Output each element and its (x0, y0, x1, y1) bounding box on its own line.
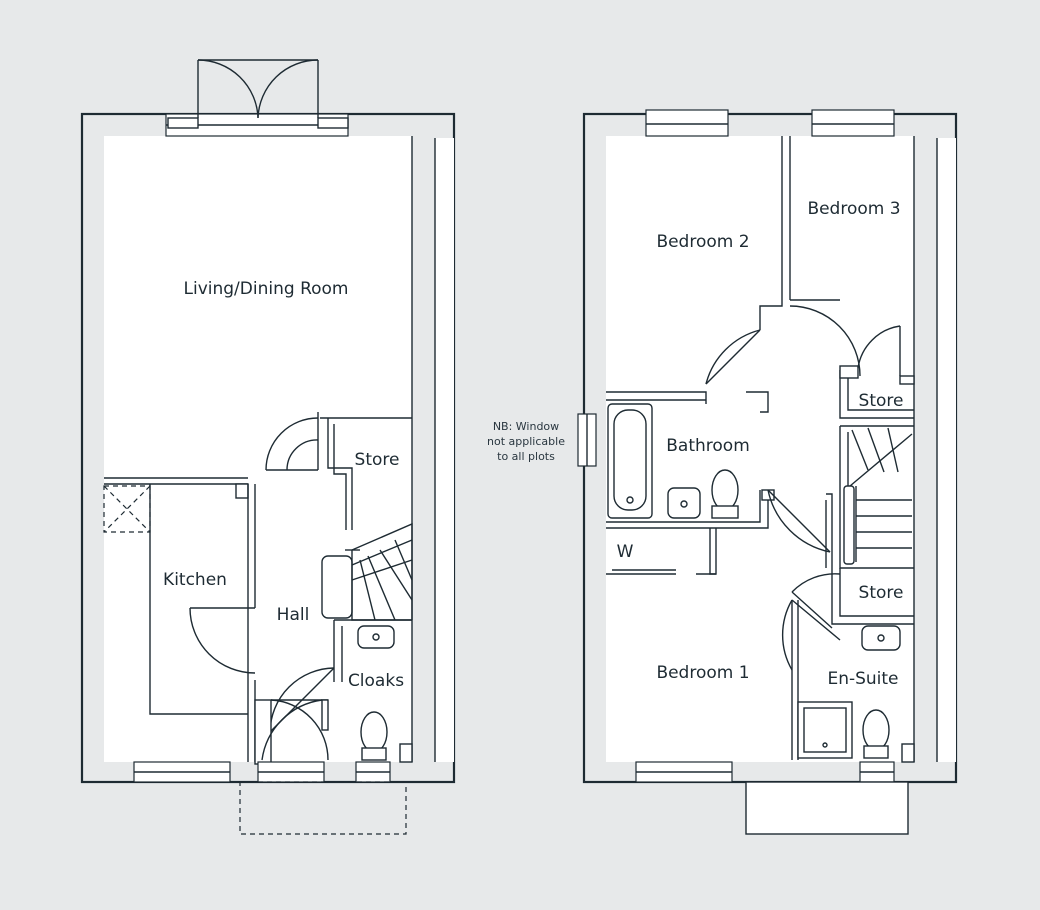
room-label-store-ground: Store (355, 450, 400, 470)
room-label-kitchen: Kitchen (163, 570, 227, 590)
ground-floor-plan: Living/Dining Room Store Kitchen Hall Cl… (80, 59, 456, 835)
room-label-cloaks: Cloaks (348, 671, 404, 691)
note-line-2: not applicable (487, 435, 565, 448)
hob-icon (103, 485, 151, 533)
room-label-ensuite: En-Suite (827, 669, 898, 689)
cloaks-basin-icon (357, 625, 395, 649)
room-label-store-mid: Store (859, 583, 904, 603)
front-door[interactable] (254, 699, 329, 765)
room-label-store-top: Store (859, 391, 904, 411)
bathroom-toilet-icon (711, 469, 739, 519)
bath-icon (607, 403, 653, 519)
porch-roof (745, 781, 909, 835)
party-wall-gap-first (937, 138, 956, 762)
room-label-bedroom2: Bedroom 2 (656, 232, 749, 252)
window-note: NB: Window not applicable to all plots (487, 420, 565, 463)
room-label-living-dining: Living/Dining Room (184, 279, 349, 299)
note-line-3: to all plots (497, 450, 555, 463)
ensuite-basin-icon (861, 625, 901, 651)
bathroom-door[interactable] (767, 489, 831, 553)
store-door-ground[interactable] (265, 412, 319, 471)
bedroom2-door[interactable] (705, 329, 761, 385)
french-doors[interactable] (197, 59, 319, 119)
bathroom-basin-icon (667, 487, 701, 519)
kitchen-door[interactable] (189, 607, 256, 674)
rear-window-bedroom2 (645, 109, 729, 137)
rear-window-bedroom3 (811, 109, 895, 137)
room-label-bedroom3: Bedroom 3 (807, 199, 900, 219)
room-label-hall: Hall (277, 605, 310, 625)
room-label-bedroom1: Bedroom 1 (656, 663, 749, 683)
note-line-1: NB: Window (493, 420, 559, 433)
ensuite-door[interactable] (782, 599, 841, 671)
first-floor-interior (606, 136, 914, 762)
first-floor-plan: Bedroom 2 Bedroom 3 Store Bathroom W Sto… (577, 109, 958, 835)
ensuite-toilet-icon (862, 709, 890, 759)
shower-icon (797, 701, 853, 759)
party-wall-gap (435, 138, 454, 762)
room-label-wardrobe: W (617, 542, 634, 562)
store-top-door[interactable] (857, 325, 901, 376)
porch-canopy (239, 781, 407, 835)
store-mid-door[interactable] (791, 573, 841, 629)
ground-floor-interior (104, 136, 412, 762)
cloaks-toilet-icon (360, 711, 388, 761)
room-label-bathroom: Bathroom (666, 436, 750, 456)
